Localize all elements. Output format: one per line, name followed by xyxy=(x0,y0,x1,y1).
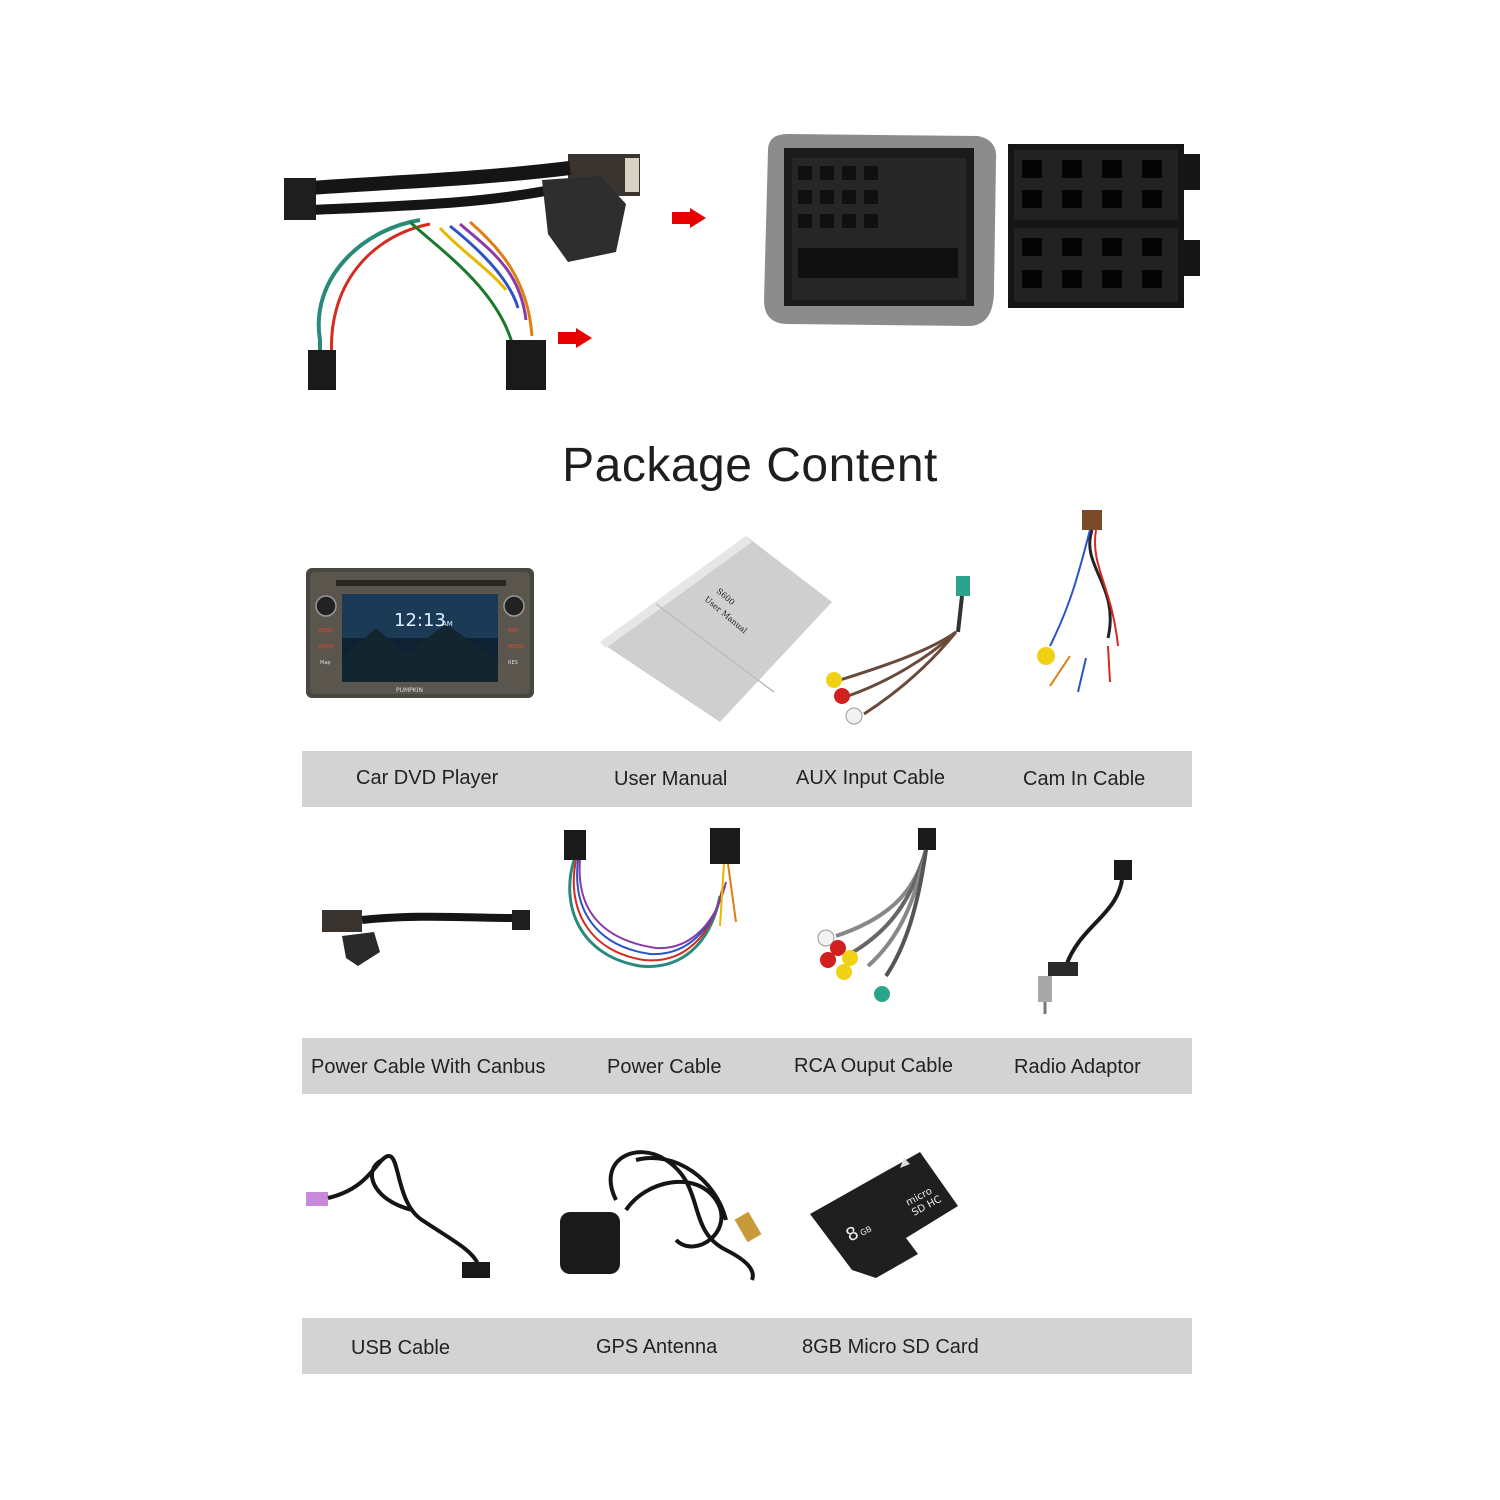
power-cable-canbus-photo xyxy=(322,910,530,966)
item-label-radio-adaptor: Radio Adaptor xyxy=(1014,1056,1141,1078)
power-cable-photo xyxy=(564,828,740,968)
label-bar xyxy=(302,751,1192,807)
gps-antenna-photo xyxy=(560,1150,762,1281)
item-label-gps-antenna: GPS Antenna xyxy=(596,1336,718,1358)
package-content-heading: Package Content xyxy=(562,439,938,492)
item-label-power-cable: Power Cable xyxy=(607,1056,722,1078)
svg-text:NAV: NAV xyxy=(508,628,519,634)
rca-output-cable-photo xyxy=(817,828,936,1002)
red-arrow-icon xyxy=(558,328,592,348)
svg-text:AM: AM xyxy=(442,620,453,628)
item-label-usb-cable: USB Cable xyxy=(351,1337,450,1359)
svg-text:PUMPKIN: PUMPKIN xyxy=(396,687,423,694)
foam-connector-photo xyxy=(764,134,997,326)
svg-text:RADIO: RADIO xyxy=(318,644,334,650)
item-label-8gb-micro-sd-card: 8GB Micro SD Card xyxy=(802,1336,979,1358)
svg-text:RES: RES xyxy=(508,660,518,666)
item-label-car-dvd-player: Car DVD Player xyxy=(356,767,499,789)
usb-cable-photo xyxy=(306,1154,490,1278)
user-manual-photo: S600 User Manual xyxy=(600,536,832,722)
red-arrow-icon xyxy=(672,208,706,228)
radio-adaptor-photo xyxy=(1038,860,1132,1014)
aux-input-cable-photo xyxy=(826,576,970,725)
item-label-rca-output-cable: RCA Ouput Cable xyxy=(794,1055,953,1077)
label-bar xyxy=(302,1038,1192,1094)
cam-in-cable-photo xyxy=(1037,510,1119,693)
item-label-aux-input-cable: AUX Input Cable xyxy=(796,767,945,789)
svg-text:12:13: 12:13 xyxy=(394,610,446,631)
iso-connector-photo xyxy=(1008,144,1200,308)
item-label-cam-in-cable: Cam In Cable xyxy=(1023,768,1146,790)
item-label-power-cable-with-canbus: Power Cable With Canbus xyxy=(311,1056,546,1078)
label-bar xyxy=(302,1318,1192,1374)
micro-sd-card-photo: 8 GB micro SD HC xyxy=(810,1152,958,1278)
svg-text:MEDIA: MEDIA xyxy=(508,644,525,650)
car-dvd-player-photo: 12:13 AM MENU NAV RADIO MEDIA Map RES PU… xyxy=(306,568,534,698)
item-label-user-manual: User Manual xyxy=(614,768,728,790)
svg-text:Map: Map xyxy=(320,660,331,666)
canbus-harness-photo xyxy=(284,154,706,390)
svg-text:MENU: MENU xyxy=(318,628,333,634)
